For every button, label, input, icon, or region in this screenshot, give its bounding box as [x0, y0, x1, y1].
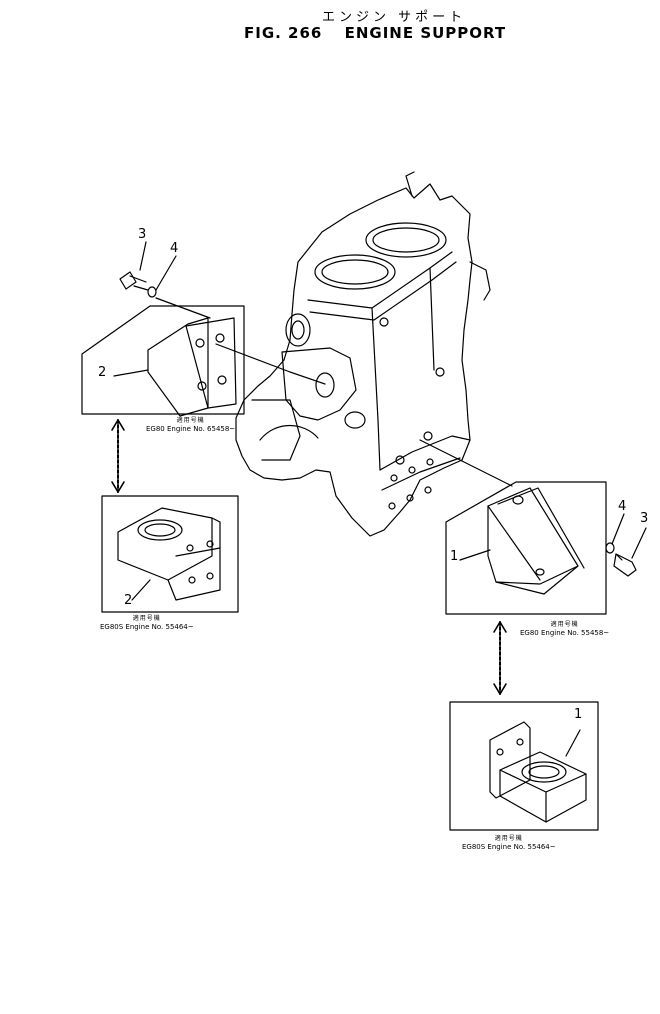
title-japanese: エンジン サポート	[322, 10, 467, 25]
callout-3-right: 3	[640, 511, 649, 526]
left-bracket-eg80s	[101, 495, 239, 613]
figure-title: FIG. 266 ENGINE SUPPORT	[244, 24, 506, 42]
applicability-heading: 適用号機	[550, 621, 579, 628]
applicability-heading: 適用号機	[494, 835, 523, 842]
left-bolt	[119, 241, 211, 319]
callout-1-right-top: 1	[450, 549, 459, 564]
applicability-text: EG80S Engine No. 55464~	[462, 843, 556, 851]
right-interchange-arrow	[493, 621, 507, 695]
left-interchange-arrow	[111, 419, 125, 493]
figure-number: FIG. 266	[244, 24, 323, 42]
callout-4-left: 4	[170, 241, 179, 256]
applicability-heading: 適用号機	[176, 417, 205, 424]
applicability-text: EG80 Engine No. 65458~	[146, 425, 236, 433]
applicability-text: EG80 Engine No. 55458~	[520, 629, 610, 637]
callout-1-right-bottom: 1	[574, 707, 583, 722]
applicability-text: EG80S Engine No. 55464~	[100, 623, 194, 631]
callout-2-left-bottom: 2	[124, 593, 133, 608]
applicability-eg80s-left: 適用号機 EG80S Engine No. 55464~	[100, 614, 194, 632]
applicability-heading: 適用号機	[132, 615, 161, 622]
engine-block	[235, 171, 491, 537]
right-bolt	[605, 513, 647, 577]
applicability-eg80-left: 適用号機 EG80 Engine No. 65458~	[146, 416, 235, 434]
callout-4-right: 4	[618, 499, 627, 514]
applicability-eg80-right: 適用号機 EG80 Engine No. 55458~	[520, 620, 609, 638]
callout-3-left: 3	[138, 227, 147, 242]
figure-name: ENGINE SUPPORT	[344, 24, 507, 42]
applicability-eg80s-right: 適用号機 EG80S Engine No. 55464~	[462, 834, 556, 852]
right-bracket-eg80s	[449, 701, 599, 831]
left-bracket-eg80	[81, 305, 326, 417]
callout-2-left-top: 2	[98, 365, 107, 380]
